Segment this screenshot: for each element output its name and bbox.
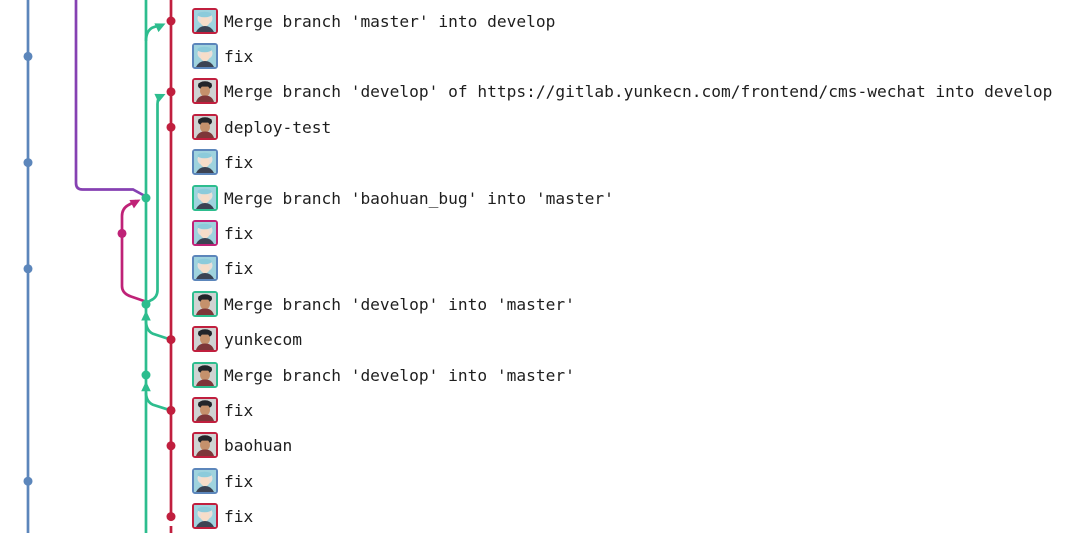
merge-arrow-icon [154, 23, 166, 33]
commit-dot[interactable] [23, 264, 33, 274]
commit-message[interactable]: Merge branch 'develop' of https://gitlab… [224, 82, 1053, 102]
photo-avatar-image [194, 80, 216, 103]
commit-dot[interactable] [141, 370, 151, 380]
commit-dot[interactable] [141, 193, 151, 203]
commit-author-avatar [192, 184, 218, 211]
photo-avatar-image [194, 363, 216, 386]
photo-avatar-image [194, 328, 216, 351]
commit-message[interactable]: baohuan [224, 436, 293, 456]
illustration-avatar-image [194, 505, 216, 528]
commit-row[interactable]: Merge branch 'develop' of https://gitlab… [0, 74, 1080, 109]
photo-avatar-image [194, 292, 216, 315]
commit-message[interactable]: deploy-test [224, 117, 332, 137]
photo-avatar-image [194, 398, 216, 421]
commit-row[interactable]: deploy-test [0, 110, 1080, 145]
commit-dot[interactable] [166, 405, 176, 415]
commit-author-avatar [192, 326, 218, 353]
commit-message[interactable]: Merge branch 'develop' into 'master' [224, 294, 575, 314]
photo-avatar-image [194, 115, 216, 138]
commit-message[interactable]: Merge branch 'baohuan_bug' into 'master' [224, 188, 614, 208]
commit-author-avatar [192, 396, 218, 423]
commit-author-avatar [192, 78, 218, 105]
commit-row[interactable]: Merge branch 'develop' into 'master' [0, 287, 1080, 322]
commit-dot[interactable] [23, 158, 33, 168]
commit-author-avatar [192, 290, 218, 317]
commit-dot[interactable] [23, 51, 33, 61]
illustration-avatar-image [194, 9, 216, 32]
commit-dot[interactable] [166, 16, 176, 26]
branch-curve-top-merge [144, 23, 160, 42]
commit-dot[interactable] [166, 122, 176, 132]
branch-curve-to-fix [144, 392, 171, 412]
commit-row[interactable]: fix [0, 39, 1080, 74]
commit-message[interactable]: fix [224, 46, 254, 66]
commit-message[interactable]: yunkecom [224, 330, 302, 350]
commit-message[interactable]: fix [224, 259, 254, 279]
illustration-avatar-image [194, 44, 216, 67]
branch-line-purple [74, 0, 146, 198]
commit-author-avatar [192, 7, 218, 34]
commit-message[interactable]: fix [224, 153, 254, 173]
commit-row[interactable]: fix [0, 393, 1080, 428]
commit-author-avatar [192, 42, 218, 69]
commit-dot[interactable] [141, 299, 151, 309]
commit-author-avatar [192, 361, 218, 388]
commit-author-avatar [192, 113, 218, 140]
illustration-avatar-image [194, 469, 216, 492]
commit-author-avatar [192, 219, 218, 246]
merge-arrow-icon [141, 310, 151, 321]
commit-row[interactable]: fix [0, 216, 1080, 251]
branch-line-baohuan-bug [120, 199, 146, 303]
commit-message[interactable]: Merge branch 'develop' into 'master' [224, 365, 575, 385]
commit-dot[interactable] [117, 228, 127, 238]
illustration-avatar-image [194, 221, 216, 244]
photo-avatar-image [194, 434, 216, 457]
commit-row[interactable]: baohuan [0, 428, 1080, 463]
commit-author-avatar [192, 255, 218, 282]
merge-arrow-icon [129, 199, 141, 209]
commit-author-avatar [192, 503, 218, 530]
illustration-avatar-image [194, 186, 216, 209]
commit-dot[interactable] [166, 441, 176, 451]
commit-dot[interactable] [166, 87, 176, 97]
commit-row[interactable]: yunkecom [0, 322, 1080, 357]
merge-arrow-icon [154, 93, 166, 103]
commit-author-avatar [192, 149, 218, 176]
commit-message[interactable]: Merge branch 'master' into develop [224, 11, 556, 31]
commit-dot[interactable] [166, 512, 176, 522]
commit-dot[interactable] [23, 476, 33, 486]
commit-row[interactable]: fix [0, 499, 1080, 534]
commit-row[interactable]: fix [0, 251, 1080, 286]
commit-message[interactable]: fix [224, 507, 254, 527]
merge-arrow-icon [141, 381, 151, 392]
commit-row[interactable]: Merge branch 'develop' into 'master' [0, 358, 1080, 393]
illustration-avatar-image [194, 151, 216, 174]
commit-dot[interactable] [166, 335, 176, 345]
commit-row[interactable]: fix [0, 145, 1080, 180]
commit-message[interactable]: fix [224, 400, 254, 420]
commit-row[interactable]: Merge branch 'baohuan_bug' into 'master' [0, 181, 1080, 216]
commit-row[interactable]: fix [0, 464, 1080, 499]
branch-curve-to-yunkecom [144, 320, 171, 341]
commit-row[interactable]: Merge branch 'master' into develop [0, 4, 1080, 39]
commit-message[interactable]: fix [224, 471, 254, 491]
commit-author-avatar [192, 467, 218, 494]
illustration-avatar-image [194, 257, 216, 280]
commit-message[interactable]: fix [224, 223, 254, 243]
commit-author-avatar [192, 432, 218, 459]
